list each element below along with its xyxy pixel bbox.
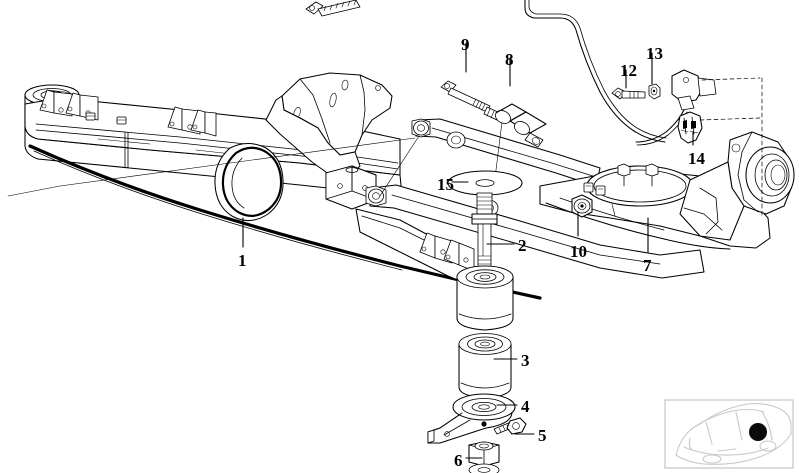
part-rubber-mounting-bush-lower [458, 333, 512, 399]
callout-number-12: 12 [620, 61, 637, 80]
part-abs-pulse-sensor [635, 69, 717, 146]
callout-number-15: 15 [437, 175, 454, 194]
part-mounting-bracket-plate [427, 393, 516, 444]
subframe-right-mount-block [325, 165, 377, 210]
subframe-right-arm [265, 95, 361, 181]
part-large-washer [447, 170, 523, 196]
subframe-stud-b [116, 116, 127, 125]
callout-number-6: 6 [454, 451, 463, 470]
callout-number-13: 13 [646, 44, 663, 63]
callout-number-10: 10 [570, 242, 587, 261]
part-small-washer [648, 83, 661, 100]
callout-number-9: 9 [461, 35, 470, 54]
part-hex-bolt-with-thread [440, 80, 501, 121]
callout-number-4: 4 [521, 397, 530, 416]
part-rubber-mounting-bush-upper [456, 265, 514, 331]
part-bush-nut [571, 194, 593, 218]
part-pulse-sensor-bolt [611, 87, 646, 100]
part-trailing-arm-wheel-carrier [539, 131, 795, 250]
callout-number-2: 2 [518, 236, 527, 255]
subframe-spring-seat-aperture [214, 142, 284, 222]
callout-leader-lines [242, 42, 694, 459]
callout-number-5: 5 [538, 426, 547, 445]
part-cable-retaining-clip [677, 111, 703, 144]
callout-number-14: 14 [688, 149, 705, 168]
inset-location-marker [749, 423, 767, 441]
inset-car-outline [675, 403, 792, 465]
trailing-arm-hub-housing [727, 131, 795, 215]
part-threaded-stud-top [305, 0, 361, 17]
trailing-arm-lug-pair [583, 182, 606, 196]
subframe-stud-a [85, 112, 96, 121]
part-thrust-rod-arm [411, 118, 601, 187]
part-hex-nut [468, 441, 500, 473]
subframe-lower-bracket-b [443, 239, 475, 272]
callout-number-3: 3 [521, 351, 530, 370]
subframe-bracket-tab-d [190, 109, 217, 137]
part-brake-line-cable [524, 0, 667, 143]
callout-number-1: 1 [238, 251, 247, 270]
part-lower-control-arm [365, 184, 705, 279]
part-hex-flange-bolt [493, 417, 527, 435]
part-thrust-rod-bushing [495, 103, 547, 148]
part-rear-axle-carrier-subframe [24, 72, 542, 300]
callout-number-8: 8 [505, 50, 514, 69]
vehicle-location-inset [664, 399, 794, 469]
callout-number-7: 7 [643, 256, 652, 275]
